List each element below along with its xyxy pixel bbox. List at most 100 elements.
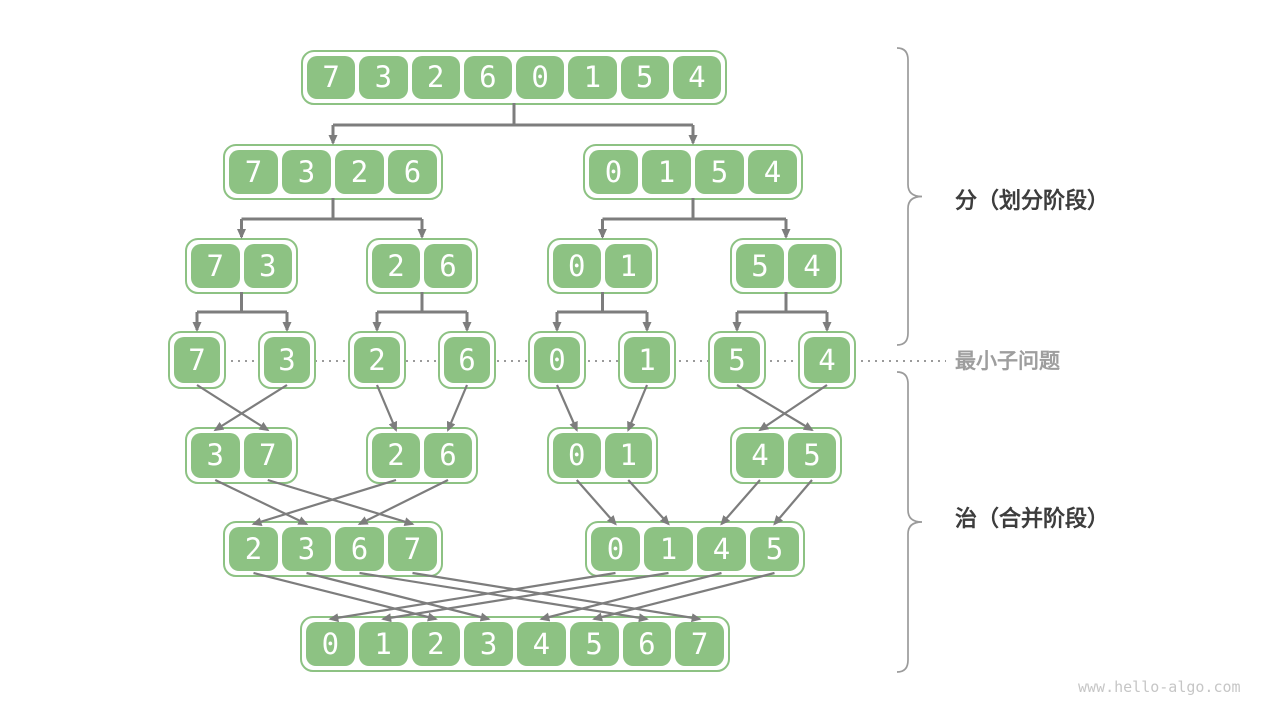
arrow	[539, 571, 722, 622]
arrow	[720, 479, 761, 526]
array-cell: 2	[411, 56, 460, 99]
arrow	[251, 478, 397, 526]
array-cell: 6	[424, 433, 472, 478]
array-cell: 7	[675, 622, 724, 666]
merge-phase-brace	[896, 371, 923, 673]
array-cell: 0	[534, 337, 580, 383]
connector-line	[602, 198, 786, 221]
array-box: 3	[258, 331, 316, 389]
array-box: 5	[708, 331, 766, 389]
array-cell: 1	[642, 150, 691, 194]
array-cell: 5	[569, 622, 619, 666]
array-box: 7	[168, 331, 226, 389]
array-cell: 4	[697, 527, 746, 571]
array-cell: 3	[243, 244, 292, 288]
array-box: 1	[618, 331, 676, 389]
connector-line	[333, 103, 693, 127]
arrow	[359, 571, 649, 623]
array-cell: 5	[750, 527, 799, 571]
arrow	[196, 384, 270, 432]
array-cell: 6	[335, 527, 384, 571]
arrow	[555, 384, 578, 432]
array-cell: 5	[695, 150, 744, 194]
array-cell: 1	[644, 527, 693, 571]
arrow	[627, 384, 649, 432]
array-cell: 3	[282, 527, 331, 571]
arrow	[627, 479, 670, 526]
array-cell: 1	[604, 433, 652, 478]
arrow	[306, 571, 491, 622]
array-cell: 6	[424, 244, 472, 288]
array-cell: 2	[229, 527, 278, 571]
array-cell: 6	[388, 150, 437, 194]
arrow	[575, 479, 617, 526]
array-cell: 1	[568, 56, 617, 99]
connector-line	[737, 292, 827, 314]
array-cell: 5	[788, 433, 836, 478]
array-cell: 5	[736, 244, 784, 288]
array-cell: 4	[804, 337, 850, 383]
array-cell: 0	[306, 622, 355, 666]
arrow	[381, 571, 669, 623]
array-cell: 2	[372, 244, 420, 288]
array-cell: 6	[463, 56, 512, 99]
array-cell: 2	[335, 150, 384, 194]
array-cell: 3	[282, 150, 331, 194]
array-box: 6	[438, 331, 496, 389]
array-cell: 7	[174, 337, 220, 383]
array-box: 0	[528, 331, 586, 389]
array-cell: 2	[411, 622, 461, 666]
array-cell: 0	[589, 150, 638, 194]
array-cell: 2	[354, 337, 400, 383]
array-cell: 4	[517, 622, 566, 666]
divide-phase-label: 分（划分阶段）	[955, 188, 1110, 213]
arrow	[253, 571, 438, 622]
connector-line	[241, 198, 422, 221]
arrow	[758, 384, 828, 432]
array-cell: 4	[788, 244, 836, 288]
connector-line	[197, 292, 287, 314]
array-cell: 3	[264, 337, 310, 383]
array-box: 4	[798, 331, 856, 389]
arrow	[213, 384, 288, 432]
watermark: www.hello-algo.com	[1078, 678, 1241, 696]
array-cell: 1	[604, 244, 652, 288]
arrow	[736, 384, 814, 432]
array-cell: 4	[672, 56, 721, 99]
array-cell: 0	[553, 433, 601, 478]
array-cell: 7	[388, 527, 437, 571]
array-cell: 6	[444, 337, 490, 383]
array-cell: 3	[464, 622, 513, 666]
array-cell: 7	[229, 150, 278, 194]
merge-phase-label: 治（合并阶段）	[955, 506, 1110, 531]
arrow	[446, 384, 469, 432]
smallest-subproblem-label: 最小子问题	[955, 350, 1060, 373]
array-cell: 3	[191, 433, 240, 478]
arrow	[773, 479, 813, 526]
array-cell: 0	[553, 244, 601, 288]
arrow	[267, 478, 415, 526]
array-cell: 2	[372, 433, 420, 478]
connector-line	[377, 292, 467, 314]
array-cell: 1	[624, 337, 670, 383]
array-cell: 0	[516, 56, 565, 99]
array-cell: 4	[748, 150, 797, 194]
array-cell: 4	[736, 433, 784, 478]
arrow	[328, 571, 616, 623]
array-cell: 6	[622, 622, 672, 666]
array-cell: 7	[243, 433, 292, 478]
divide-phase-brace	[896, 47, 923, 346]
connector-line	[557, 292, 647, 314]
